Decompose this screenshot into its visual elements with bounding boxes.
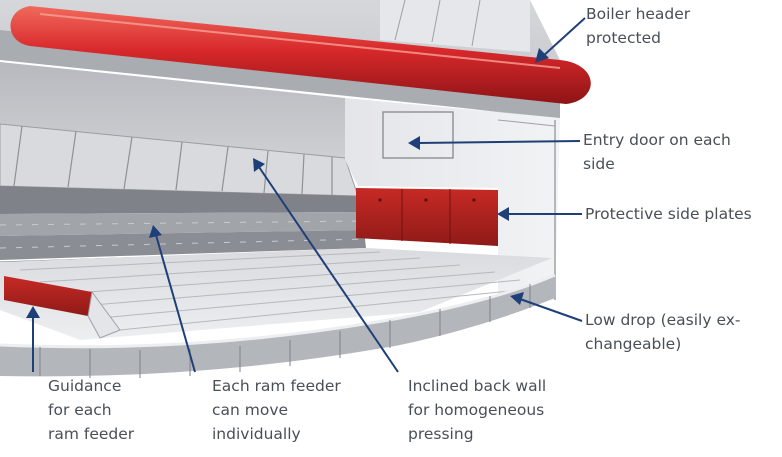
- label-back-wall: Inclined back wall for homogeneous press…: [408, 377, 547, 443]
- label-guidance: Guidance for each ram feeder: [48, 377, 135, 443]
- protective-side-plates: [356, 188, 498, 246]
- side-wall: [345, 98, 560, 300]
- label-entry-door: Entry door on each side: [583, 131, 731, 173]
- label-low-drop: Low drop (easily ex- changeable): [585, 311, 741, 353]
- guidance-rail: [4, 276, 121, 339]
- boiler-header: [10, 6, 591, 104]
- label-boiler-header: Boiler header protected: [586, 5, 691, 47]
- label-ram-feeder: Each ram feeder can move individually: [212, 377, 341, 443]
- entry-door: [382, 111, 454, 159]
- label-side-plates: Protective side plates: [585, 205, 752, 223]
- ram-feeder-rows: [0, 186, 367, 263]
- low-drop-rail: [0, 273, 556, 378]
- callout-arrows: [26, 17, 586, 373]
- grate-floor: [0, 248, 552, 340]
